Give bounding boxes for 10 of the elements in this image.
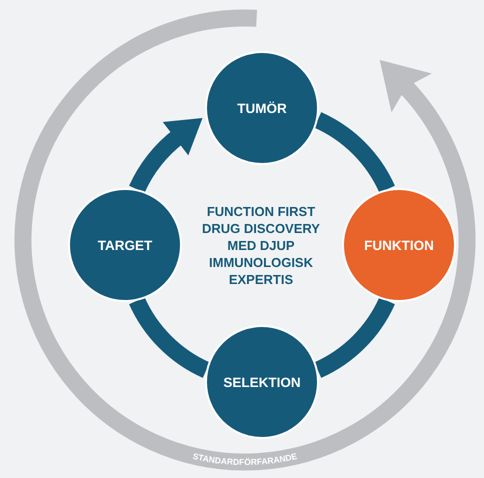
cycle-connector bbox=[129, 117, 202, 193]
stage-label: TUMÖR bbox=[237, 100, 287, 116]
stage-label: FUNKTION bbox=[364, 238, 434, 252]
stage-label: SELEKTION bbox=[223, 374, 301, 390]
cycle-connector bbox=[129, 296, 210, 378]
center-heading: FUNCTION FIRST DRUG DISCOVERY MED DJUP IMMUNOLOGISK EXPERTIS bbox=[201, 203, 321, 288]
cycle-connector bbox=[314, 296, 395, 378]
cycle-label: STANDARDFÖRFARANDE bbox=[192, 450, 298, 468]
stage-label: TARGET bbox=[98, 238, 152, 252]
cycle-connector bbox=[314, 112, 395, 194]
